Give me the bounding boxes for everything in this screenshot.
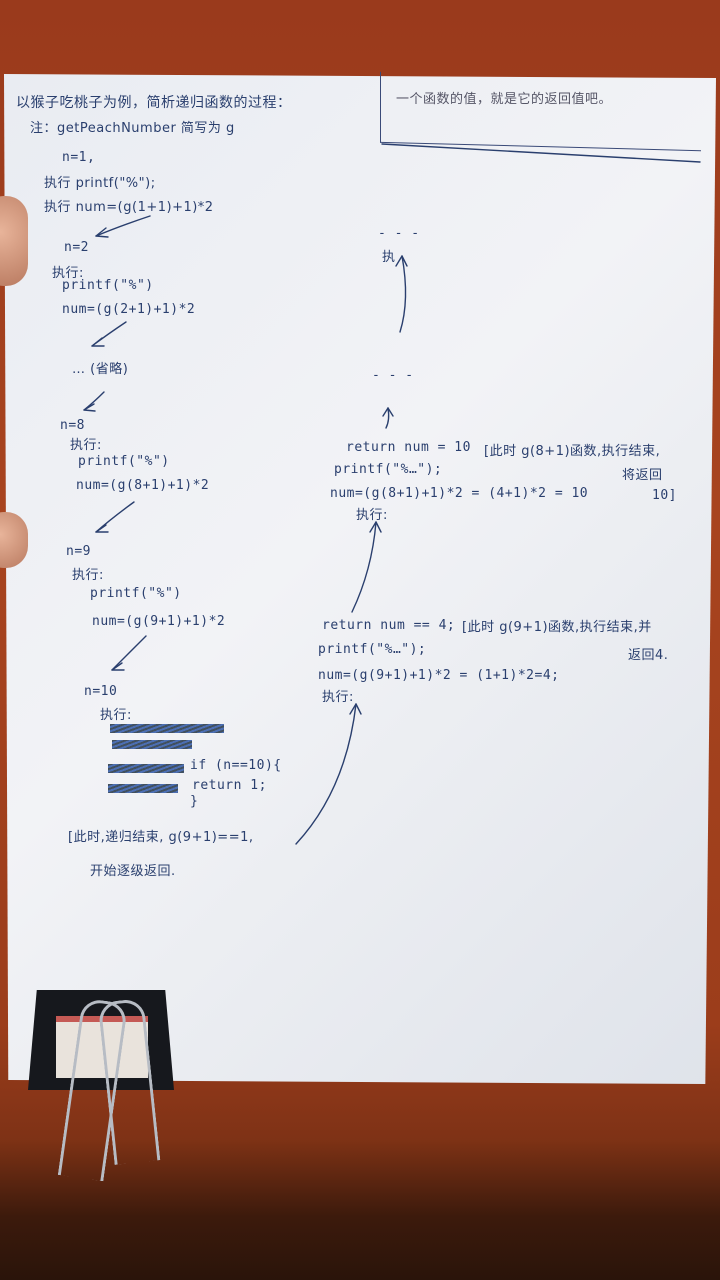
exec-line: 执行: — [356, 508, 388, 523]
step-num: num=(g(8+1)+1)*2 — [76, 478, 210, 493]
return-line: return num = 10 — [346, 440, 471, 455]
table-surface — [0, 1140, 720, 1280]
ellipsis: - - - — [378, 226, 420, 241]
return-line: return num == 4; — [322, 618, 456, 633]
step-n: n=9 — [66, 544, 91, 559]
scribble — [108, 784, 178, 793]
step-printf: printf("%") — [90, 586, 182, 601]
code-line: if (n==10){ — [190, 758, 282, 773]
step-num: num=(g(9+1)+1)*2 — [92, 614, 226, 629]
side-note: 一个函数的值，就是它的返回值吧。 — [396, 92, 613, 107]
footer-line-1: [此时,递归结束, g(9+1)==1, — [68, 830, 254, 845]
step-printf: printf("%") — [78, 454, 170, 469]
step-n: n=2 — [64, 240, 89, 255]
step-exec: 执行: — [100, 708, 132, 723]
binder-label — [56, 1016, 148, 1078]
return-note: 将返回 — [622, 468, 663, 483]
finger — [0, 196, 28, 286]
footer-line-2: 开始逐级返回. — [90, 864, 176, 879]
exec-line: 执行: — [322, 690, 354, 705]
finger — [0, 512, 28, 568]
ellipsis: - - - — [372, 368, 414, 383]
return-note: [此时 g(8+1)函数,执行结束, — [484, 444, 661, 459]
step-exec: 执行: — [72, 568, 104, 583]
scribble — [112, 740, 192, 749]
printf-line: printf("%…"); — [334, 462, 443, 477]
step-num: num=(g(2+1)+1)*2 — [62, 302, 196, 317]
step-n: n=10 — [84, 684, 118, 699]
return-note: 返回4. — [628, 648, 669, 663]
paper-sheet — [4, 74, 716, 1084]
step-printf: printf("%") — [62, 278, 154, 293]
scribble — [110, 724, 224, 733]
side-note-box — [380, 71, 701, 152]
step-exec: 执行: — [70, 438, 102, 453]
step-n: n=8 — [60, 418, 85, 433]
header-line-2: 注：getPeachNumber 简写为 g — [30, 121, 235, 136]
step-n: n=1, — [62, 150, 96, 165]
return-note: [此时 g(9+1)函数,执行结束,并 — [462, 620, 652, 635]
header-line-1: 以猴子吃桃子为例，简析递归函数的过程： — [16, 95, 292, 111]
num-line: num=(g(9+1)+1)*2 = (1+1)*2=4; — [318, 668, 560, 683]
printf-line: printf("%…"); — [318, 642, 427, 657]
exec-mark: 执 — [382, 250, 396, 265]
code-line: } — [190, 794, 199, 809]
step-num: 执行 num=(g(1+1)+1)*2 — [44, 200, 214, 215]
return-note: 10] — [652, 488, 677, 503]
step-skip: … (省略) — [72, 362, 129, 377]
step-exec: 执行 printf("%"); — [44, 176, 156, 191]
num-line: num=(g(8+1)+1)*2 = (4+1)*2 = 10 — [330, 486, 589, 501]
scribble — [108, 764, 184, 773]
code-line: return 1; — [192, 778, 267, 793]
step-exec: 执行: — [52, 266, 84, 281]
